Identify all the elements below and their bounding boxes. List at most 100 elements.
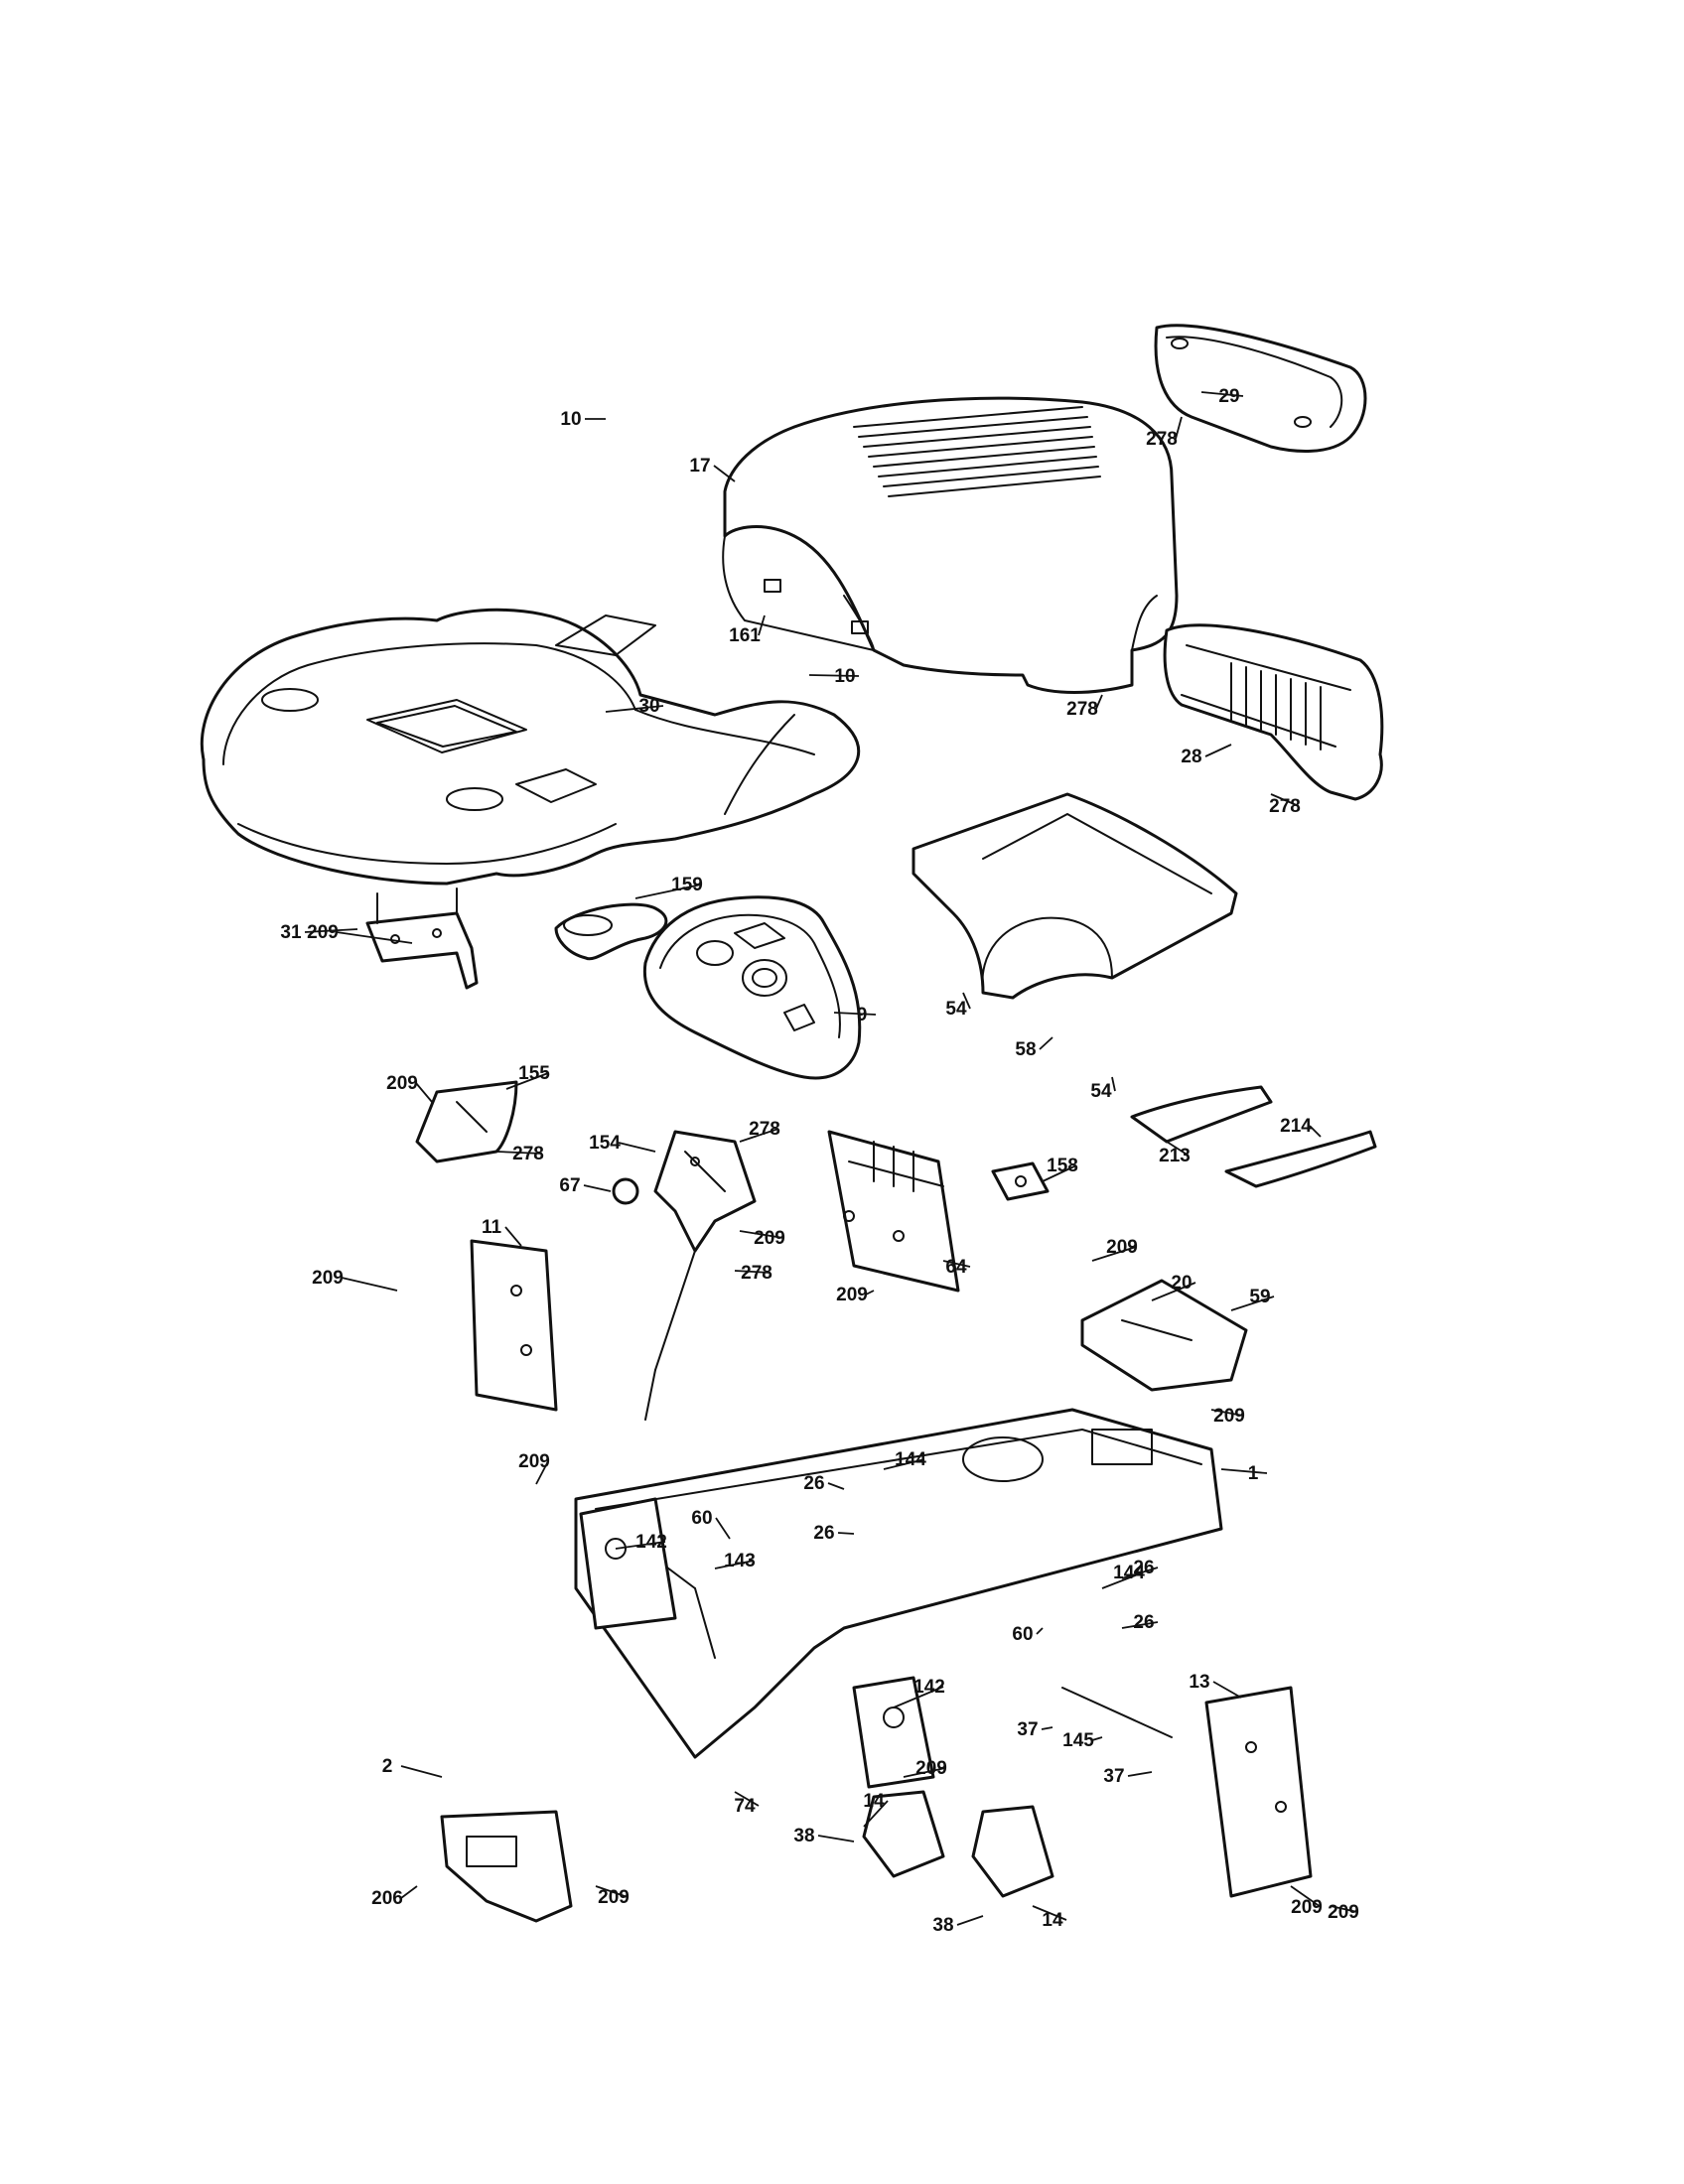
callout-p54a: 54 [945, 992, 971, 1020]
callout-p14b: 14 [1032, 1905, 1067, 1931]
callout-p206: 206 [371, 1885, 418, 1909]
callout-leader-line [827, 1482, 845, 1490]
callout-leader-line [336, 931, 413, 944]
callout-leader-line [837, 1532, 855, 1535]
callout-leader-line [615, 1541, 666, 1550]
callout-leader-line [1111, 1076, 1116, 1092]
callout-label: 64 [945, 1257, 967, 1278]
callout-leader-line [1166, 1141, 1190, 1157]
callout-leader-line [833, 1012, 877, 1016]
callout-p209g: 209 [1210, 1406, 1245, 1427]
callout-p38a: 38 [793, 1826, 855, 1846]
callout-leader-line [865, 1290, 875, 1296]
callout-leader-line [618, 1142, 656, 1153]
callout-label: 54 [945, 999, 967, 1020]
callout-p143: 143 [714, 1551, 756, 1571]
plate-part-20 [1080, 1279, 1248, 1392]
headlight-lens-part-29 [1154, 324, 1367, 453]
callout-leader-line [415, 1082, 433, 1103]
callout-leader-line [734, 1270, 772, 1274]
callout-label: 143 [724, 1551, 756, 1571]
bracket-part-155 [415, 1080, 518, 1163]
callout-p31: 31 [280, 922, 358, 943]
callout-label: 38 [932, 1915, 953, 1936]
callout-leader-line [1121, 1621, 1159, 1629]
callout-leader-line [1220, 1468, 1268, 1474]
callout-label: 10 [560, 409, 581, 430]
callout-leader-line [714, 1560, 755, 1570]
callout-label: 278 [741, 1263, 772, 1284]
callout-leader-line [1095, 694, 1103, 710]
callout-leader-line [595, 1885, 629, 1898]
shield-part-214 [1224, 1130, 1377, 1188]
callout-label: 54 [1090, 1081, 1112, 1102]
callout-leader-line [1091, 1736, 1103, 1741]
callout-p278f: 278 [734, 1263, 772, 1284]
callout-leader-line [1175, 416, 1183, 440]
callout-p209f: 209 [1091, 1237, 1138, 1262]
callout-label: 20 [1171, 1273, 1192, 1294]
callout-p144b: 144 [1101, 1563, 1145, 1589]
callout-leader-line [1041, 1726, 1053, 1730]
callout-leader-line [758, 614, 766, 636]
callout-leader-line [734, 1791, 760, 1807]
callout-label: 1 [1248, 1463, 1259, 1484]
callout-p26b: 26 [813, 1523, 855, 1544]
callout-p11: 11 [482, 1217, 522, 1247]
callout-p209c: 209 [312, 1268, 398, 1292]
callout-label: 278 [1146, 429, 1178, 450]
callout-label: 154 [589, 1133, 621, 1154]
plate-part-11 [470, 1239, 558, 1412]
callout-p209l: 209 [1328, 1902, 1359, 1923]
dash-panel-part-9 [642, 895, 862, 1080]
callout-leader-line [1212, 1681, 1242, 1699]
callout-label: 278 [1066, 699, 1098, 720]
callout-p278c: 278 [1269, 793, 1301, 817]
hood-vent-slots [853, 406, 1101, 497]
callout-leader-line [1151, 1282, 1196, 1301]
callout-leader-line [1309, 1125, 1322, 1138]
callout-label: 74 [734, 1796, 756, 1817]
callout-p60b: 60 [1012, 1624, 1044, 1645]
callout-leader-line [1039, 1036, 1053, 1050]
callout-leader-line [304, 928, 358, 933]
callout-label: 9 [857, 1005, 868, 1025]
callout-leader-line [817, 1835, 855, 1843]
callout-p59: 59 [1230, 1287, 1275, 1311]
callout-leader-line [863, 1800, 889, 1828]
callout-leader-line [1200, 391, 1244, 397]
callout-leader-line [605, 705, 664, 713]
callout-label: 38 [793, 1826, 814, 1846]
callout-p209j: 209 [595, 1885, 630, 1908]
knob-part-67 [612, 1177, 639, 1205]
callout-label: 213 [1159, 1146, 1191, 1166]
callout-leader-line [504, 1226, 522, 1247]
callout-label: 37 [1017, 1719, 1038, 1740]
callout-label: 26 [803, 1473, 824, 1494]
callout-leader-line [956, 1915, 984, 1926]
callout-p213: 213 [1159, 1141, 1191, 1166]
callout-leader-line [1032, 1905, 1067, 1921]
callout-leader-line [1330, 1905, 1358, 1913]
callout-p142a: 142 [615, 1532, 667, 1553]
callout-p209e: 209 [836, 1285, 875, 1305]
callout-label: 17 [689, 456, 710, 477]
callout-p209h: 209 [518, 1451, 550, 1485]
callout-p161: 161 [729, 614, 766, 646]
callout-p155: 155 [505, 1063, 550, 1090]
callout-leader-line [739, 1230, 784, 1239]
callout-leader-line [400, 1885, 418, 1899]
callout-label: 60 [691, 1508, 712, 1529]
callout-leader-line [505, 1072, 549, 1090]
callout-label: 145 [1062, 1730, 1094, 1751]
callout-leader-line [341, 1277, 398, 1292]
grille-slots [1230, 662, 1322, 751]
callout-p159: 159 [634, 875, 703, 899]
callout-p20: 20 [1151, 1273, 1196, 1301]
callout-label: 2 [382, 1756, 393, 1777]
callout-label: 161 [729, 625, 761, 646]
callout-label: 144 [895, 1449, 926, 1470]
callout-p26a: 26 [803, 1473, 845, 1494]
callout-label: 209 [312, 1268, 344, 1289]
